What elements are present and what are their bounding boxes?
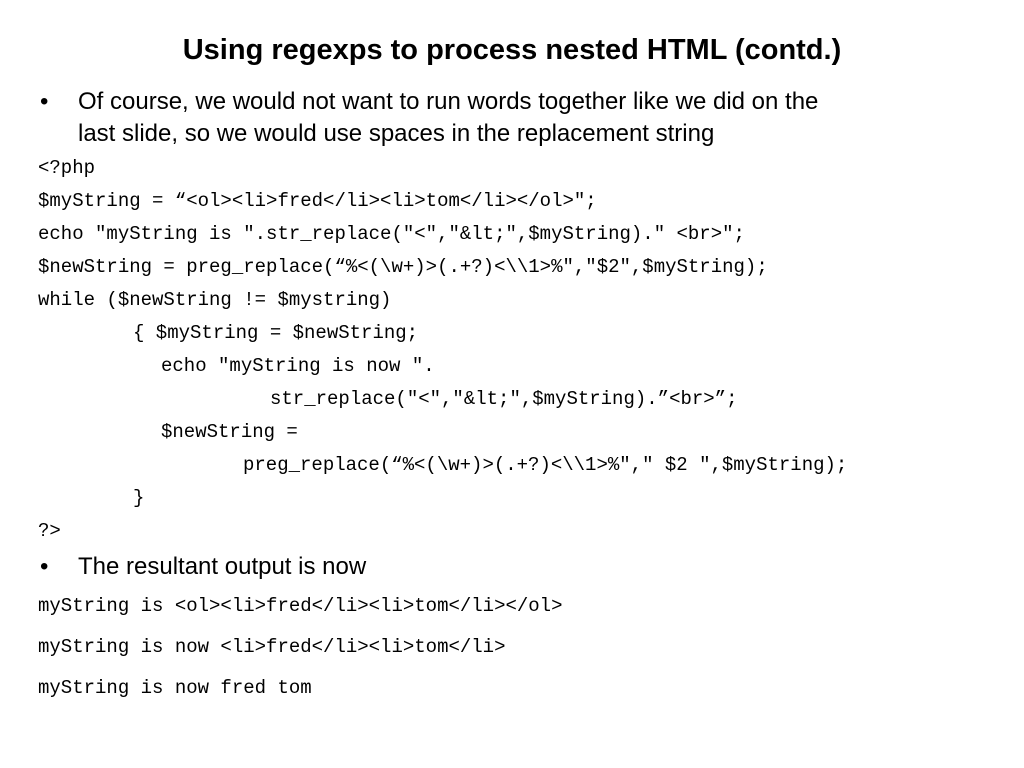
code-line: str_replace("<","&lt;",$myString).”<br>”… xyxy=(270,388,738,410)
bullet-marker-icon: • xyxy=(40,88,49,115)
code-line: { $myString = $newString; xyxy=(133,322,419,344)
code-line: $myString = “<ol><li>fred</li><li>tom</l… xyxy=(38,190,597,212)
code-line: <?php xyxy=(38,157,96,179)
code-line: ?> xyxy=(38,520,61,542)
bullet-marker-icon: • xyxy=(40,553,49,580)
code-line: while ($newString != $mystring) xyxy=(38,289,392,311)
code-line: echo "myString is now ". xyxy=(161,355,435,377)
bullet-text: The resultant output is now xyxy=(78,551,1008,583)
code-line: $newString = xyxy=(161,421,298,443)
output-line: myString is now fred tom xyxy=(38,677,312,699)
slide-title: Using regexps to process nested HTML (co… xyxy=(182,34,842,66)
code-line: $newString = preg_replace(“%<(\w+)>(.+?)… xyxy=(38,256,768,278)
code-line: echo "myString is ".str_replace("<","&lt… xyxy=(38,223,745,245)
bullet-text: Of course, we would not want to run word… xyxy=(78,86,1008,150)
output-line: myString is now <li>fred</li><li>tom</li… xyxy=(38,636,506,658)
code-line: preg_replace(“%<(\w+)>(.+?)<\\1>%"," $2 … xyxy=(243,454,848,476)
bullet-text-line: Of course, we would not want to run word… xyxy=(78,88,819,115)
bullet-text-line: last slide, so we would use spaces in th… xyxy=(78,120,715,147)
bullet-text-line: The resultant output is now xyxy=(78,553,367,580)
code-line: } xyxy=(133,487,145,509)
output-line: myString is <ol><li>fred</li><li>tom</li… xyxy=(38,595,563,617)
